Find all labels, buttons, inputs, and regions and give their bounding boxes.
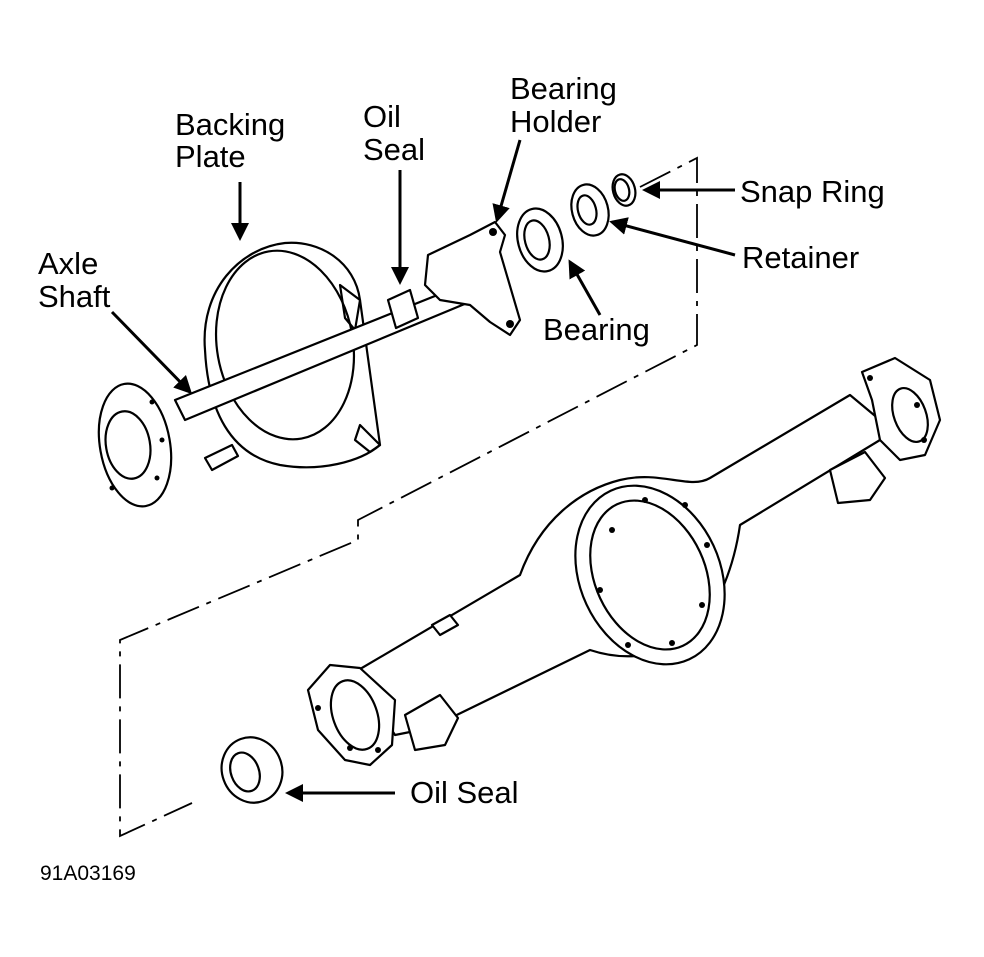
label-axle-shaft-line1: Axle [38, 246, 98, 281]
label-bearing-holder-line1: Bearing [510, 71, 617, 106]
arrow-icon [568, 259, 602, 316]
label-bearing: Bearing [543, 312, 650, 347]
label-axle-shaft-line2: Shaft [38, 279, 111, 314]
label-oil-seal-top-line1: Oil [363, 99, 401, 134]
label-bearing-holder-line2: Holder [510, 104, 601, 139]
snap-ring-part [611, 173, 637, 207]
label-backing-plate-line2: Plate [175, 139, 246, 174]
retainer-part [570, 183, 610, 237]
oil-seal-bottom [220, 736, 284, 804]
axle-shaft [97, 268, 510, 508]
label-snap-ring: Snap Ring [740, 174, 885, 209]
bowl-bolt-holes [597, 497, 710, 648]
bearing-part [516, 207, 564, 273]
arrow-icon [609, 217, 736, 257]
label-backing-plate-line1: Backing [175, 107, 285, 142]
oil-seal-top [386, 288, 420, 330]
label-retainer: Retainer [742, 240, 859, 275]
part-labels: Backing Plate Oil Seal Bearing Holder Sn… [38, 71, 885, 885]
arrow-icon [492, 139, 522, 223]
label-oil-seal-top-line2: Seal [363, 132, 425, 167]
axle-housing [306, 356, 942, 767]
figure-code: 91A03169 [40, 862, 136, 885]
alignment-guide-lines [119, 156, 698, 838]
label-oil-seal-bottom: Oil Seal [410, 775, 519, 810]
arrow-icon [110, 310, 193, 395]
bearing-holder [423, 220, 522, 337]
leader-arrows [110, 139, 736, 802]
